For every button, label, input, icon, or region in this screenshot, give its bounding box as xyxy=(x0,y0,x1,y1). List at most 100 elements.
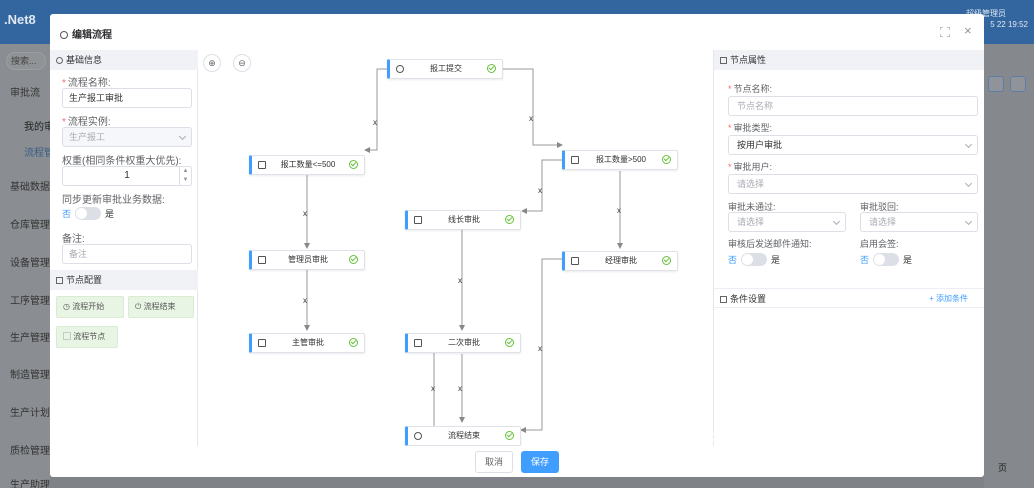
close-icon[interactable]: × xyxy=(964,23,972,38)
edge-manager-end xyxy=(520,258,562,433)
remark-input[interactable]: 备注 xyxy=(62,244,192,264)
node-icon xyxy=(414,216,422,224)
chevron-down-icon xyxy=(964,179,973,188)
chevron-down-icon xyxy=(832,217,841,226)
countersign-switch[interactable] xyxy=(873,253,900,266)
sync-on-label: 是 xyxy=(105,209,115,219)
check-icon xyxy=(487,64,496,73)
add-condition-link[interactable]: + 添加条件 xyxy=(929,294,968,303)
countersign-toggle-row: 否是 xyxy=(860,253,912,266)
sidebar-search-input[interactable]: 搜索... xyxy=(6,52,46,70)
save-button[interactable]: 保存 xyxy=(521,451,559,473)
flow-canvas[interactable]: ⊕ ⊖ x x x x xyxy=(199,50,713,446)
flow-node-qty-le[interactable]: 报工数量<=500 xyxy=(249,155,365,175)
edge-label: x xyxy=(373,118,377,127)
approve-type-select[interactable]: 按用户审批 xyxy=(728,135,978,155)
sidebar-item-basic[interactable]: 基础数据 xyxy=(10,182,50,193)
remark-label: 备注: xyxy=(62,234,85,245)
dialog-header: 编辑流程 × xyxy=(50,14,984,50)
palette-node[interactable]: ▢ 流程节点 xyxy=(56,326,118,348)
sidebar-item-assistant[interactable]: 生产助理 xyxy=(10,480,50,488)
check-icon xyxy=(662,155,671,164)
sidebar-item-quality[interactable]: 质检管理 xyxy=(10,446,50,457)
sidebar-item-flow-manage[interactable]: 流程管理 xyxy=(24,148,50,159)
palette-end[interactable]: ⏻ 流程结束 xyxy=(128,296,194,318)
right-panel: 节点属性 *节点名称: 节点名称 *审批类型: 按用户审批 *审批用户: 请选择… xyxy=(713,50,984,446)
pagination-label: 页 xyxy=(998,463,1008,473)
flow-node-supervisor[interactable]: 主管审批 xyxy=(249,333,365,353)
reject-label: 审批驳回: xyxy=(860,202,899,212)
chevron-down-icon xyxy=(964,217,973,226)
sidebar-item-plan[interactable]: 生产计划 xyxy=(10,408,50,419)
node-label: 主管审批 xyxy=(292,338,324,347)
sidebar-item-approval[interactable]: 审批流 xyxy=(10,88,40,99)
not-pass-select[interactable]: 请选择 xyxy=(728,212,846,232)
chevron-down-icon xyxy=(178,132,187,141)
flow-node-line-lead[interactable]: 线长审批 xyxy=(405,210,521,230)
toolbar-button[interactable] xyxy=(1010,76,1026,92)
flow-node-second[interactable]: 二次审批 xyxy=(405,333,521,353)
toolbar-button[interactable] xyxy=(988,76,1004,92)
weight-value: 1 xyxy=(124,170,130,181)
flow-name-label: *流程名称: xyxy=(62,78,111,89)
chevron-down-icon xyxy=(964,140,973,149)
email-toggle-row: 否是 xyxy=(728,253,780,266)
sidebar-item-process[interactable]: 工序管理 xyxy=(10,296,50,307)
dialog-footer: 取消 保存 xyxy=(50,446,984,477)
flow-edges xyxy=(304,68,623,433)
email-off-label: 否 xyxy=(728,255,738,265)
palette-start[interactable]: ◷ 流程开始 xyxy=(56,296,124,318)
flow-node-qty-gt[interactable]: 报工数量>500 xyxy=(562,150,678,170)
doc-icon xyxy=(720,57,727,64)
node-icon xyxy=(571,156,579,164)
countersign-label: 启用会签: xyxy=(860,239,899,249)
zoom-out-icon[interactable]: ⊖ xyxy=(233,54,251,72)
email-on-label: 是 xyxy=(771,255,781,265)
approve-user-placeholder: 请选择 xyxy=(737,179,765,189)
sync-toggle-row: 否是 xyxy=(62,207,114,220)
reject-placeholder: 请选择 xyxy=(869,217,897,227)
sidebar-item-production[interactable]: 生产管理 xyxy=(10,333,50,344)
edit-flow-dialog: 编辑流程 × 基础信息 *流程名称: 生产报工审批 *流程实例: 生产报工 权重… xyxy=(50,14,984,477)
sidebar-item-device[interactable]: 设备管理 xyxy=(10,258,50,269)
zoom-in-icon[interactable]: ⊕ xyxy=(203,54,221,72)
fullscreen-icon[interactable] xyxy=(940,27,950,37)
node-icon xyxy=(258,256,266,264)
sync-off-label: 否 xyxy=(62,209,72,219)
flow-node-submit[interactable]: 报工提交 xyxy=(387,59,503,79)
edge-label: x xyxy=(431,384,435,393)
weight-stepper[interactable]: 1 ▲▼ xyxy=(62,166,192,186)
sidebar-item-warehouse[interactable]: 仓库管理 xyxy=(10,220,50,231)
sidebar-item-my-approval[interactable]: 我的审批 xyxy=(24,122,50,133)
user-name[interactable]: 超级管理员 xyxy=(966,9,1006,18)
basic-info-title: 基础信息 xyxy=(66,55,103,65)
dialog-title: 编辑流程 xyxy=(60,26,112,41)
node-label: 经理审批 xyxy=(605,256,637,265)
watermark-text: 公众号 · 阿木.Net+Ai技术 xyxy=(620,431,875,456)
cancel-button[interactable]: 取消 xyxy=(475,451,513,473)
check-icon xyxy=(349,160,358,169)
condition-header: 条件设置 xyxy=(714,288,984,308)
node-name-input[interactable]: 节点名称 xyxy=(728,96,978,116)
power-icon xyxy=(414,432,422,440)
node-icon xyxy=(258,161,266,169)
clock-icon xyxy=(396,65,404,73)
approve-user-label: *审批用户: xyxy=(728,162,773,172)
left-panel: 基础信息 *流程名称: 生产报工审批 *流程实例: 生产报工 权重(相同条件权重… xyxy=(50,50,198,446)
node-label: 报工提交 xyxy=(430,64,462,73)
sidebar-item-manufacture[interactable]: 制造管理 xyxy=(10,370,50,381)
email-switch[interactable] xyxy=(741,253,768,266)
check-icon xyxy=(349,255,358,264)
flow-node-end[interactable]: 流程结束 xyxy=(405,426,521,446)
not-pass-label: 审批未通过: xyxy=(728,202,776,212)
flow-node-admin[interactable]: 管理员审批 xyxy=(249,250,365,270)
node-config-title: 节点配置 xyxy=(66,275,103,285)
check-icon xyxy=(505,431,514,440)
flow-node-manager[interactable]: 经理审批 xyxy=(562,251,678,271)
approve-user-select[interactable]: 请选择 xyxy=(728,174,978,194)
reject-select[interactable]: 请选择 xyxy=(860,212,978,232)
node-label: 线长审批 xyxy=(448,215,480,224)
stepper-arrows-icon[interactable]: ▲▼ xyxy=(179,167,191,185)
sync-switch[interactable] xyxy=(75,207,102,220)
flow-name-input[interactable]: 生产报工审批 xyxy=(62,88,192,108)
